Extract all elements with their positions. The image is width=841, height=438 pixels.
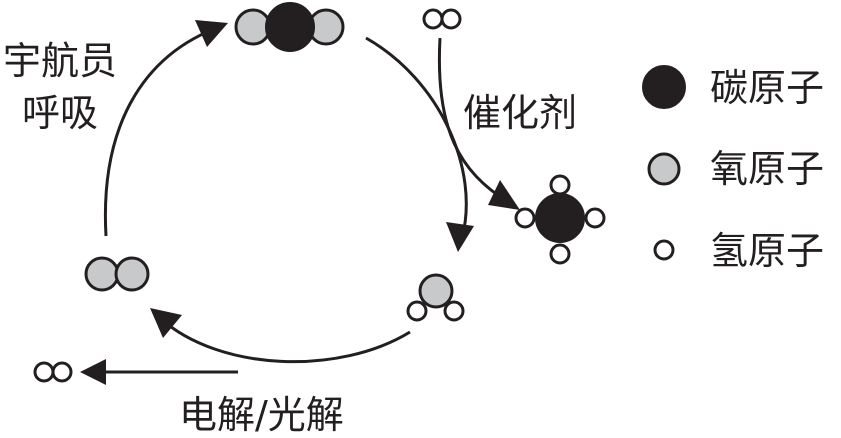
carbon-atom bbox=[535, 193, 585, 243]
arrowhead-water-to-h2 bbox=[80, 359, 106, 385]
oxygen-atom bbox=[418, 273, 454, 309]
legend-item-oxygen: 氧原子 bbox=[647, 147, 824, 191]
legend-item-carbon: 碳原子 bbox=[642, 65, 824, 110]
legend-item-hydrogen: 氢原子 bbox=[653, 229, 824, 273]
arrowhead-co2-to-water bbox=[446, 222, 474, 252]
hydrogen-atom-swatch bbox=[653, 239, 675, 261]
h2-molecule-output bbox=[33, 361, 73, 383]
electrolysis-photolysis-label: 电解/光解 bbox=[179, 393, 344, 437]
catalyst-label: 催化剂 bbox=[463, 91, 577, 135]
hydrogen-atom bbox=[440, 8, 462, 30]
hydrogen-atom bbox=[51, 361, 73, 383]
carbon-atom bbox=[265, 2, 315, 52]
carbon-atom-swatch bbox=[642, 65, 686, 109]
arrowhead-o2-to-co2 bbox=[195, 20, 228, 47]
arrow-o2-to-co2 bbox=[103, 24, 223, 237]
oxygen-atom bbox=[84, 256, 120, 292]
arrowhead-h2-to-methane bbox=[488, 180, 520, 210]
astronaut-breathing-label-line1: 宇航员 bbox=[3, 39, 117, 83]
hydrogen-atom bbox=[33, 361, 55, 383]
ch4-molecule bbox=[514, 174, 606, 265]
co2-molecule bbox=[234, 2, 345, 52]
hydrogen-atom bbox=[443, 300, 465, 322]
legend-label-oxygen: 氧原子 bbox=[710, 147, 824, 191]
hydrogen-atom bbox=[584, 207, 606, 229]
legend-label-hydrogen: 氢原子 bbox=[710, 229, 824, 273]
o2-molecule bbox=[84, 256, 150, 292]
arrow-h2-to-methane bbox=[437, 37, 509, 204]
astronaut-breathing-label-line2: 呼吸 bbox=[22, 91, 98, 135]
legend-label-carbon: 碳原子 bbox=[710, 66, 824, 110]
hydrogen-atom bbox=[549, 243, 571, 265]
hydrogen-atom bbox=[549, 174, 571, 196]
arrowhead-water-to-o2 bbox=[150, 308, 182, 338]
hydrogen-atom bbox=[406, 300, 428, 322]
h2o-molecule bbox=[406, 273, 465, 322]
h2-molecule-input bbox=[422, 8, 462, 30]
oxygen-atom bbox=[114, 256, 150, 292]
oxygen-atom-swatch bbox=[647, 152, 681, 186]
legend: 碳原子 氧原子 氢原子 bbox=[642, 65, 824, 273]
arrow-water-to-o2 bbox=[158, 316, 411, 364]
oxygen-atom bbox=[234, 8, 272, 46]
hydrogen-atom bbox=[422, 8, 444, 30]
hydrogen-atom bbox=[514, 207, 536, 229]
